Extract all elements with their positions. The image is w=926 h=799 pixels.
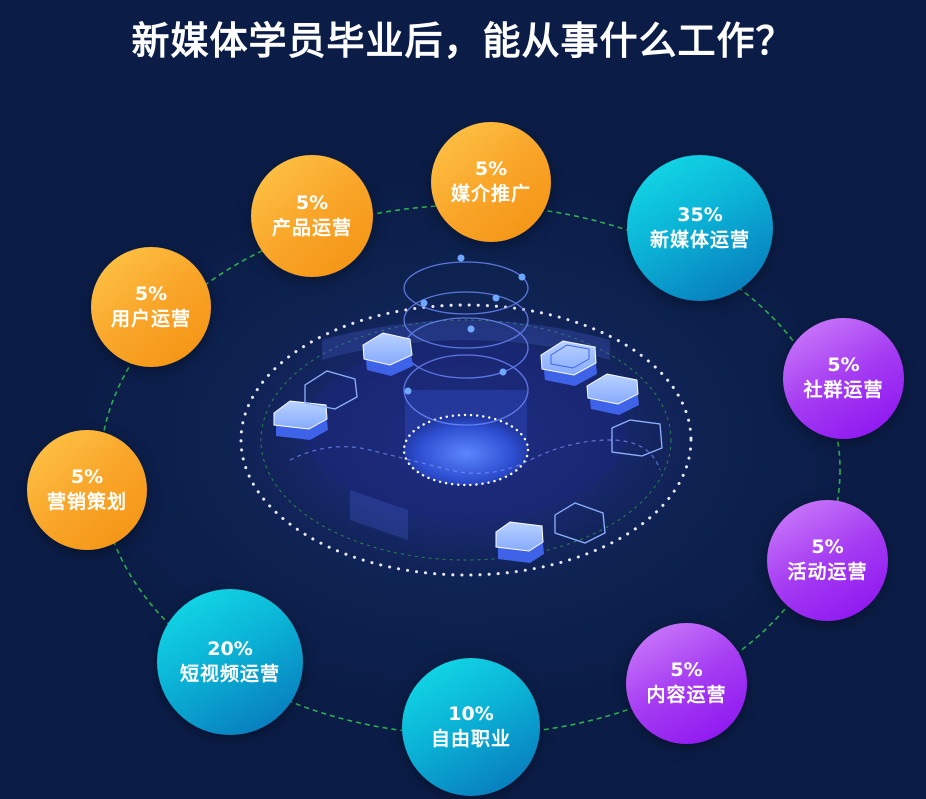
bubble-percent: 5% — [134, 282, 168, 305]
bubble-content-operation: 5% 内容运营 — [626, 623, 747, 744]
bubble-media-promotion: 5% 媒介推广 — [431, 122, 551, 242]
bubble-label: 用户运营 — [110, 307, 191, 330]
bubble-label: 短视频运营 — [179, 662, 280, 685]
bubble-product-operation: 5% 产品运营 — [251, 155, 373, 277]
bubble-percent: 5% — [474, 157, 508, 180]
bubble-percent: 5% — [70, 465, 104, 488]
bubble-percent: 35% — [677, 203, 723, 226]
bubble-short-video-operation: 20% 短视频运营 — [157, 589, 303, 735]
platform-tile-solid — [362, 332, 413, 376]
bubble-label: 活动运营 — [787, 561, 868, 584]
bubble-percent: 5% — [811, 536, 844, 559]
bubble-community-operation: 5% 社群运营 — [783, 318, 904, 439]
bubble-marketing-planning: 5% 营销策划 — [27, 430, 147, 550]
bubble-label: 产品运营 — [271, 216, 352, 239]
bubble-label: 营销策划 — [46, 490, 127, 513]
bubble-label: 内容运营 — [646, 684, 727, 707]
bubble-percent: 5% — [827, 354, 860, 377]
bubble-percent: 20% — [207, 637, 253, 660]
bubble-label: 媒介推广 — [450, 182, 531, 205]
bubble-event-operation: 5% 活动运营 — [767, 500, 888, 621]
bubble-user-operation: 5% 用户运营 — [91, 247, 211, 367]
bubble-new-media-operation: 35% 新媒体运营 — [627, 155, 773, 301]
page-title: 新媒体学员毕业后，能从事什么工作？ — [131, 19, 795, 63]
bubble-percent: 5% — [670, 659, 703, 682]
bubble-freelance: 10% 自由职业 — [402, 658, 540, 796]
bubble-percent: 10% — [448, 702, 494, 725]
bubble-percent: 5% — [295, 191, 329, 214]
bubble-label: 新媒体运营 — [649, 228, 750, 251]
bubble-label: 自由职业 — [430, 727, 511, 750]
bubble-label: 社群运营 — [803, 379, 884, 402]
